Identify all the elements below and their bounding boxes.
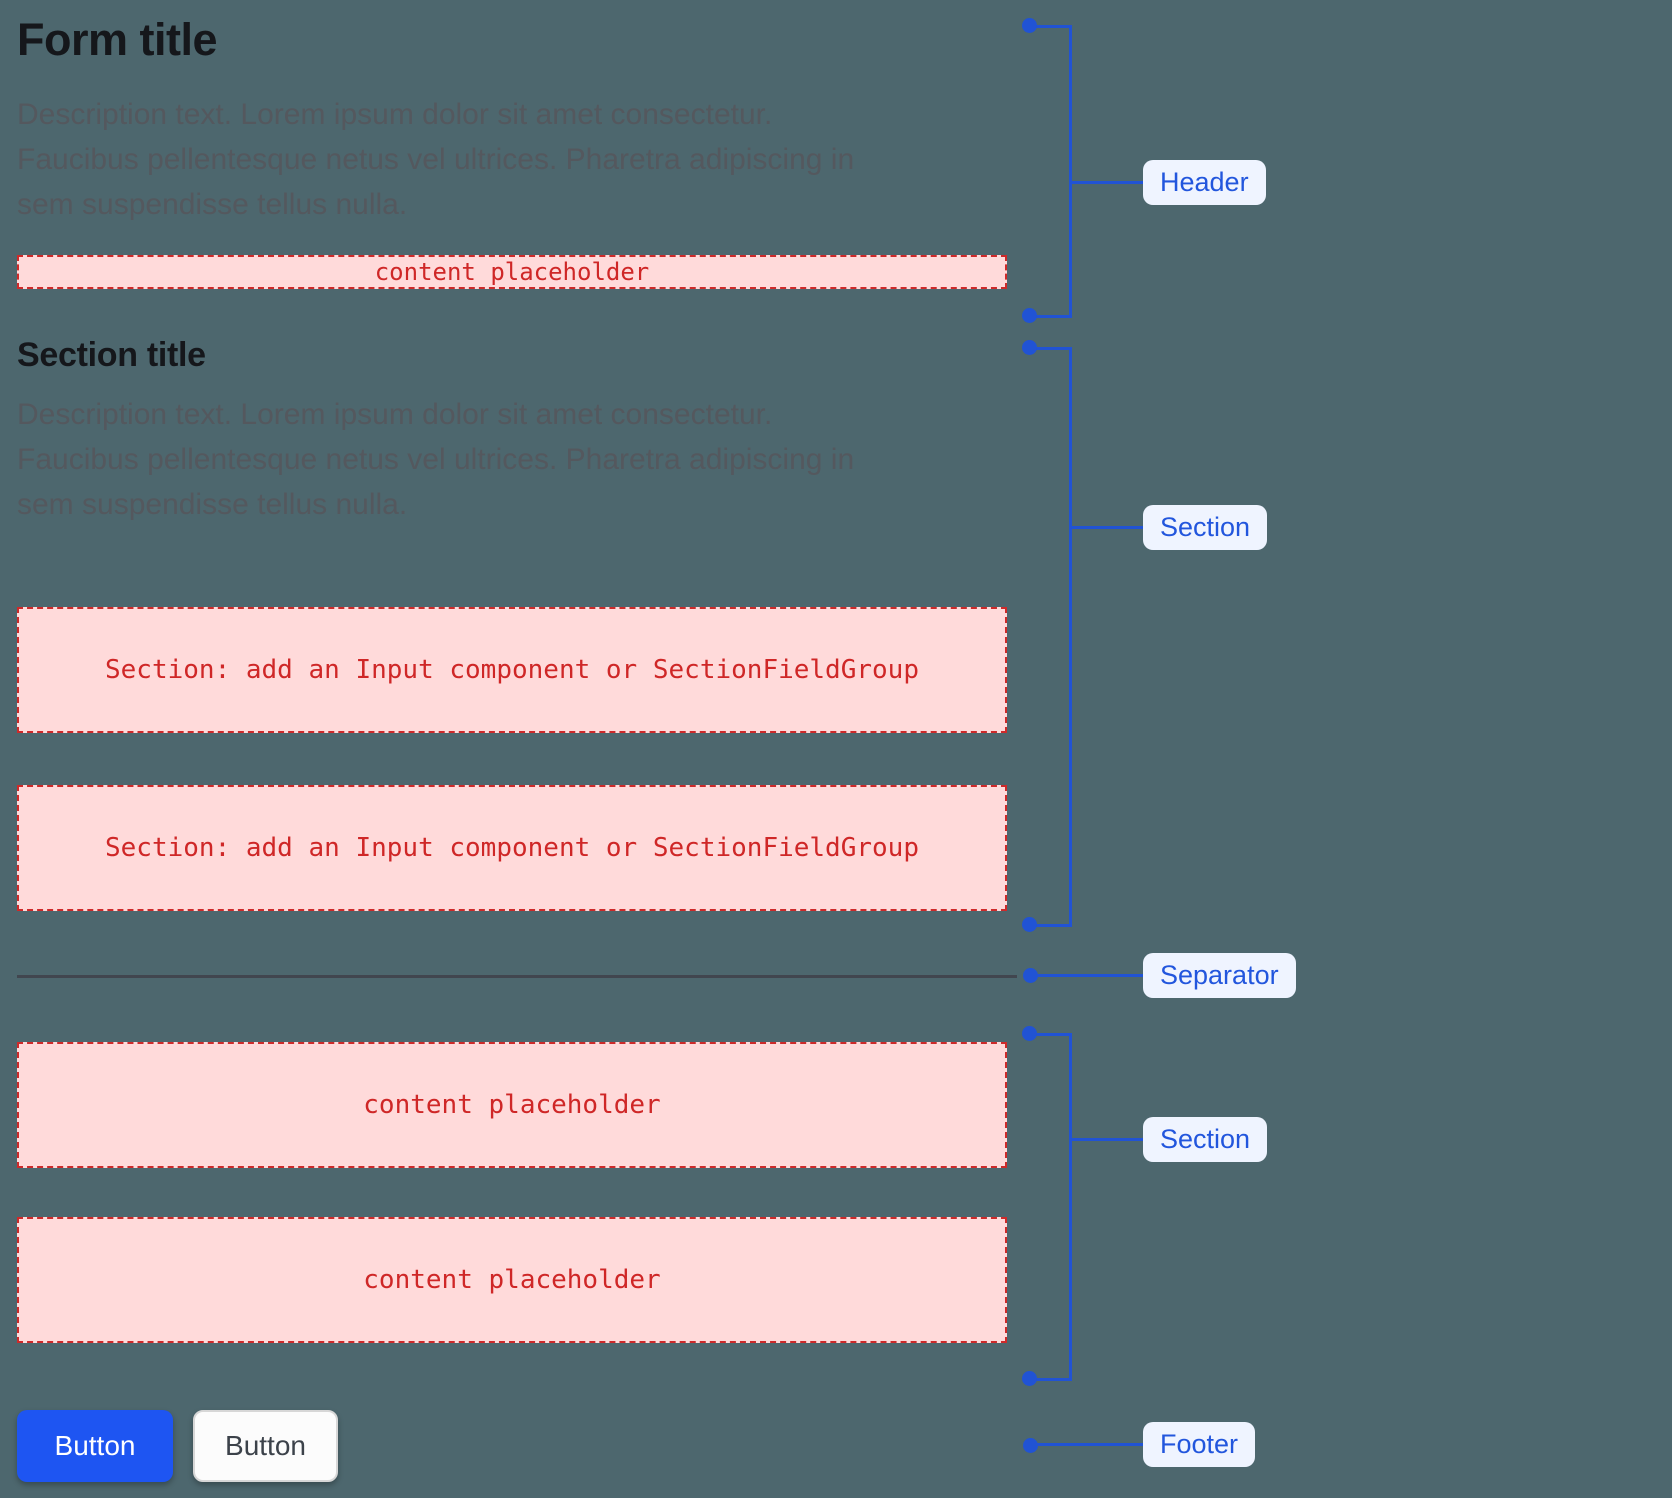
form-description: Description text. Lorem ipsum dolor sit … — [17, 92, 947, 227]
annotation-label-header: Header — [1143, 160, 1266, 205]
annotation-label-section: Section — [1143, 1117, 1268, 1162]
primary-button[interactable]: Button — [17, 1410, 173, 1482]
annotation-connector — [1072, 526, 1143, 529]
annotation-connector — [1072, 181, 1143, 184]
form-description-line: sem suspendisse tellus nulla. — [17, 188, 408, 221]
section-description-line: sem suspendisse tellus nulla. — [17, 488, 408, 521]
placeholder-text: Section: add an Input component or Secti… — [105, 655, 919, 685]
annotation-label-separator: Separator — [1143, 953, 1296, 998]
annotation-connector — [1072, 1138, 1143, 1141]
separator-line — [17, 975, 1017, 978]
annotation-dot — [1022, 1026, 1037, 1041]
section-content-placeholder-box: content placeholder — [17, 1042, 1007, 1168]
header-annotation-bracket — [1029, 25, 1072, 318]
section-annotation-bracket — [1029, 1033, 1072, 1381]
form-title: Form title — [17, 14, 218, 65]
form-description-line: Faucibus pellentesque netus vel ultrices… — [17, 143, 855, 176]
placeholder-text: Section: add an Input component or Secti… — [105, 833, 919, 863]
section-annotation-bracket — [1029, 347, 1072, 927]
section-description-line: Faucibus pellentesque netus vel ultrices… — [17, 443, 855, 476]
annotation-connector — [1030, 974, 1143, 977]
annotation-dot — [1022, 340, 1037, 355]
annotation-dot — [1022, 18, 1037, 33]
section-description: Description text. Lorem ipsum dolor sit … — [17, 392, 947, 527]
placeholder-text: content placeholder — [363, 1090, 661, 1120]
section-input-placeholder-box: Section: add an Input component or Secti… — [17, 607, 1007, 733]
annotation-label-section: Section — [1143, 505, 1268, 550]
annotation-dot — [1022, 1371, 1037, 1386]
annotation-dot — [1022, 308, 1037, 323]
section-title: Section title — [17, 336, 206, 374]
section-content-placeholder-box: content placeholder — [17, 1217, 1007, 1343]
section-input-placeholder-box: Section: add an Input component or Secti… — [17, 785, 1007, 911]
form-description-line: Description text. Lorem ipsum dolor sit … — [17, 98, 773, 131]
annotation-connector — [1030, 1443, 1143, 1446]
secondary-button[interactable]: Button — [193, 1410, 338, 1482]
annotation-dot — [1022, 917, 1037, 932]
placeholder-text: content placeholder — [374, 258, 650, 286]
header-content-placeholder-box: content placeholder — [17, 255, 1007, 289]
placeholder-text: content placeholder — [363, 1265, 661, 1295]
annotation-label-footer: Footer — [1143, 1422, 1256, 1467]
section-description-line: Description text. Lorem ipsum dolor sit … — [17, 398, 773, 431]
